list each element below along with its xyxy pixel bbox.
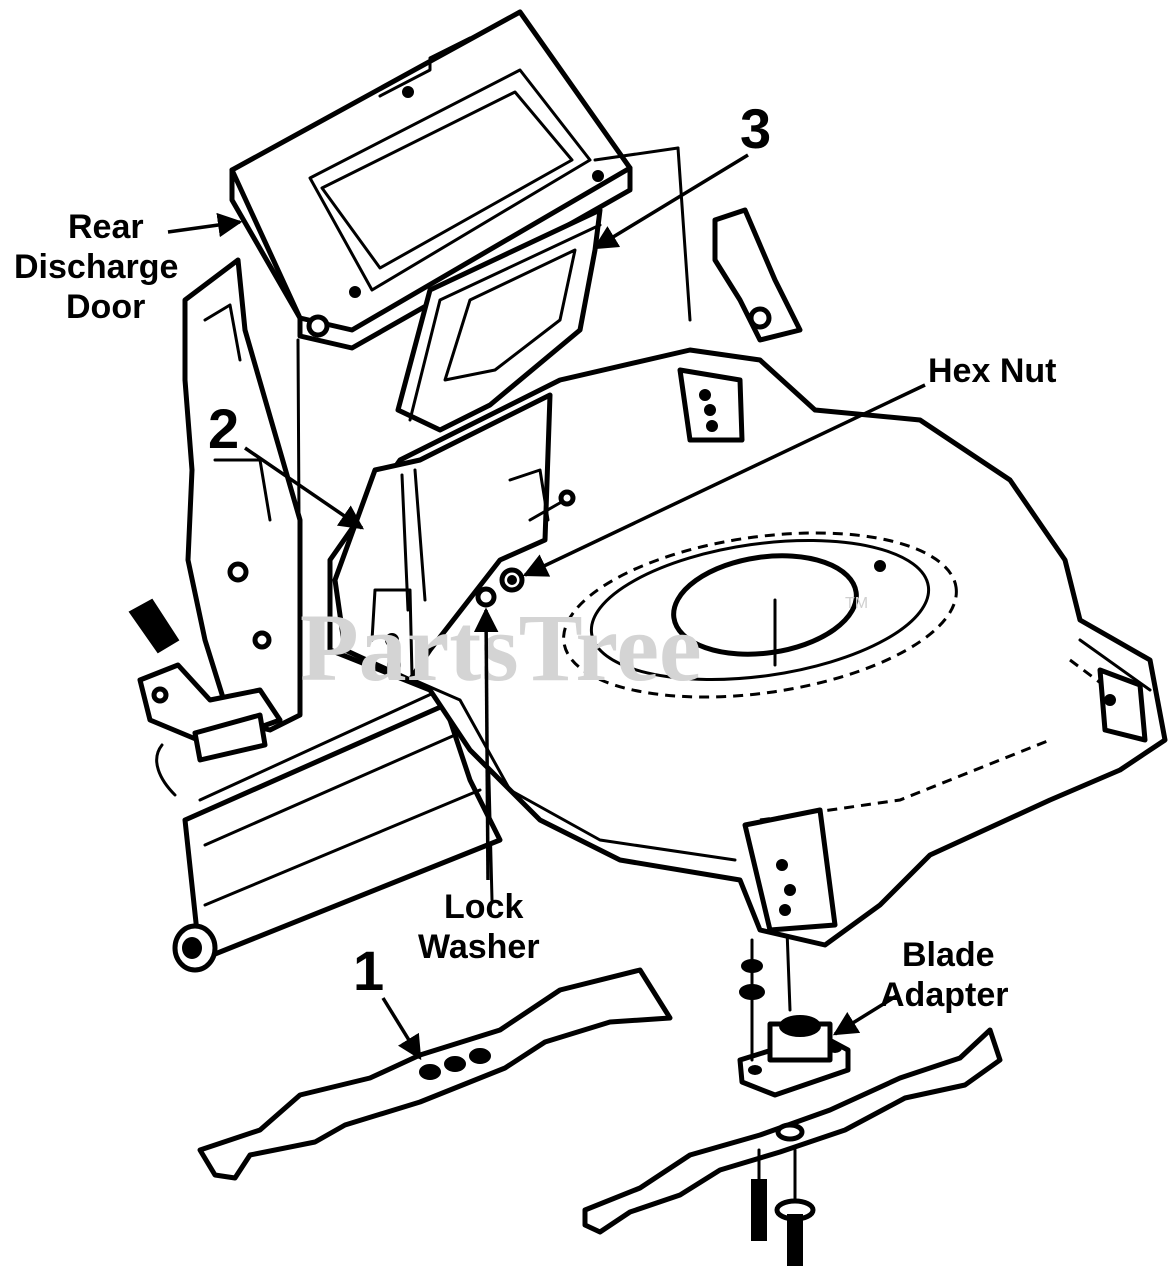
watermark-tm: TM bbox=[845, 595, 868, 612]
rear-skirt bbox=[172, 688, 503, 973]
watermark: PartsTree TM bbox=[300, 594, 868, 701]
deflector-flap bbox=[395, 207, 603, 433]
watermark-text: PartsTree bbox=[300, 594, 702, 701]
rear-discharge-door bbox=[229, 9, 633, 351]
label-door: Door bbox=[66, 288, 145, 326]
blade-adapter-label: Blade Adapter bbox=[880, 936, 1008, 1014]
label-washer: Washer bbox=[418, 928, 540, 966]
label-blade: Blade bbox=[902, 936, 995, 974]
handle-bracket bbox=[128, 257, 303, 797]
chute-bracket bbox=[332, 392, 576, 683]
mulching-blade bbox=[197, 967, 673, 1181]
lock-washer-label: Lock Washer bbox=[418, 888, 540, 966]
label-adapter: Adapter bbox=[880, 976, 1008, 1014]
label-lock: Lock bbox=[444, 888, 523, 926]
label-discharge: Discharge bbox=[14, 248, 178, 286]
callout-3: 3 bbox=[740, 97, 771, 160]
rear-discharge-door-label: Rear Discharge Door bbox=[14, 208, 178, 326]
label-rear: Rear bbox=[68, 208, 144, 246]
callout-1: 1 bbox=[353, 939, 384, 1002]
callout-2: 2 bbox=[208, 397, 239, 460]
label-hex-nut: Hex Nut bbox=[928, 352, 1056, 390]
callout-leaders bbox=[167, 153, 926, 1061]
blade-with-adapter bbox=[582, 938, 1003, 1266]
